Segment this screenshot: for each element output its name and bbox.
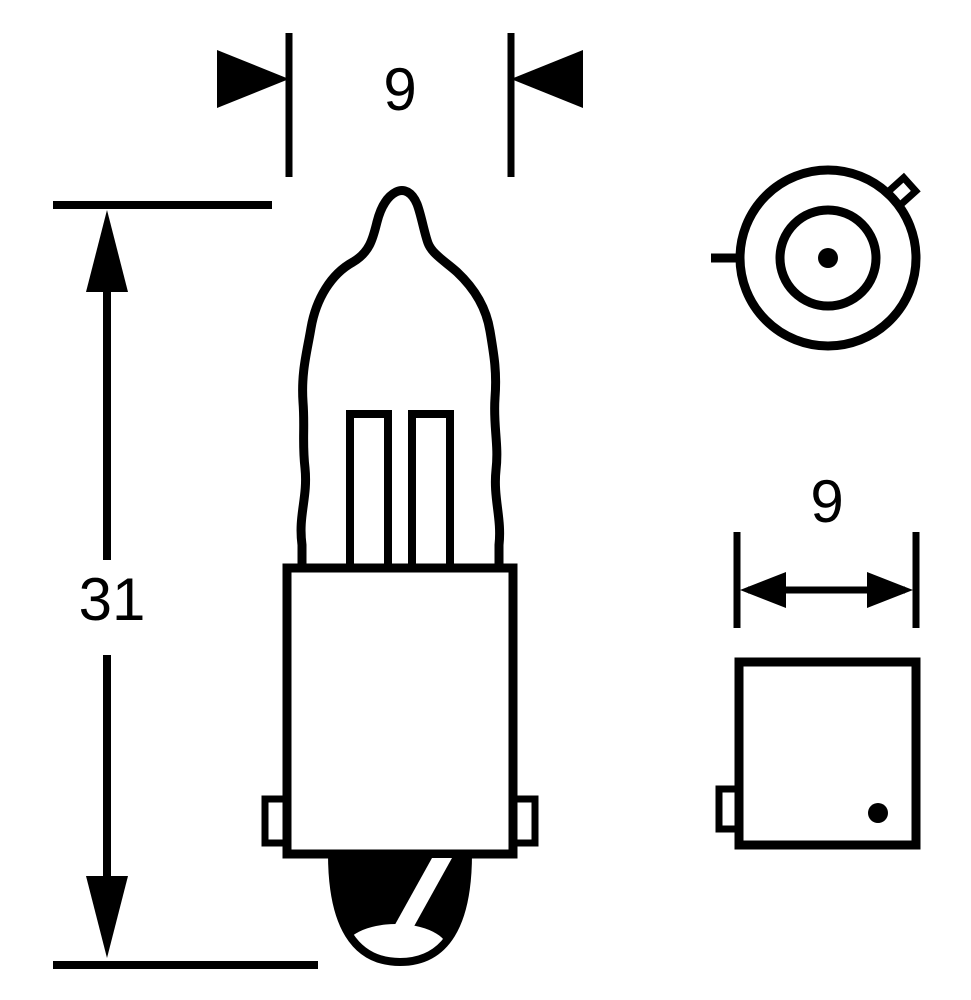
arrowhead-up-icon	[86, 210, 128, 292]
arrowhead-down-icon	[86, 876, 128, 958]
arrowhead-left-icon	[217, 50, 289, 108]
metal-base	[282, 563, 518, 859]
bulb-side-view	[261, 186, 539, 967]
arrowhead-right-icon	[511, 50, 583, 108]
glass-envelope	[296, 186, 505, 570]
base-arrowhead-right-icon	[867, 572, 913, 608]
height-dimension-label: 31	[79, 566, 146, 633]
width-dimension: 9	[217, 33, 583, 177]
solder-tip-lower-highlight	[344, 924, 448, 962]
top-view-center-contact	[818, 248, 838, 268]
bulb-top-view	[711, 165, 921, 351]
height-dimension: 31	[53, 201, 318, 969]
base-end-view: 9	[715, 468, 921, 850]
end-view-contact-dot	[868, 803, 888, 823]
base-dimension-label: 9	[810, 468, 843, 535]
solder-tip-slash-highlight	[392, 858, 452, 930]
end-view-base-body	[734, 657, 921, 850]
solder-tip-outline	[328, 853, 472, 967]
base-arrowhead-left-icon	[740, 572, 786, 608]
width-dimension-label: 9	[383, 56, 416, 123]
